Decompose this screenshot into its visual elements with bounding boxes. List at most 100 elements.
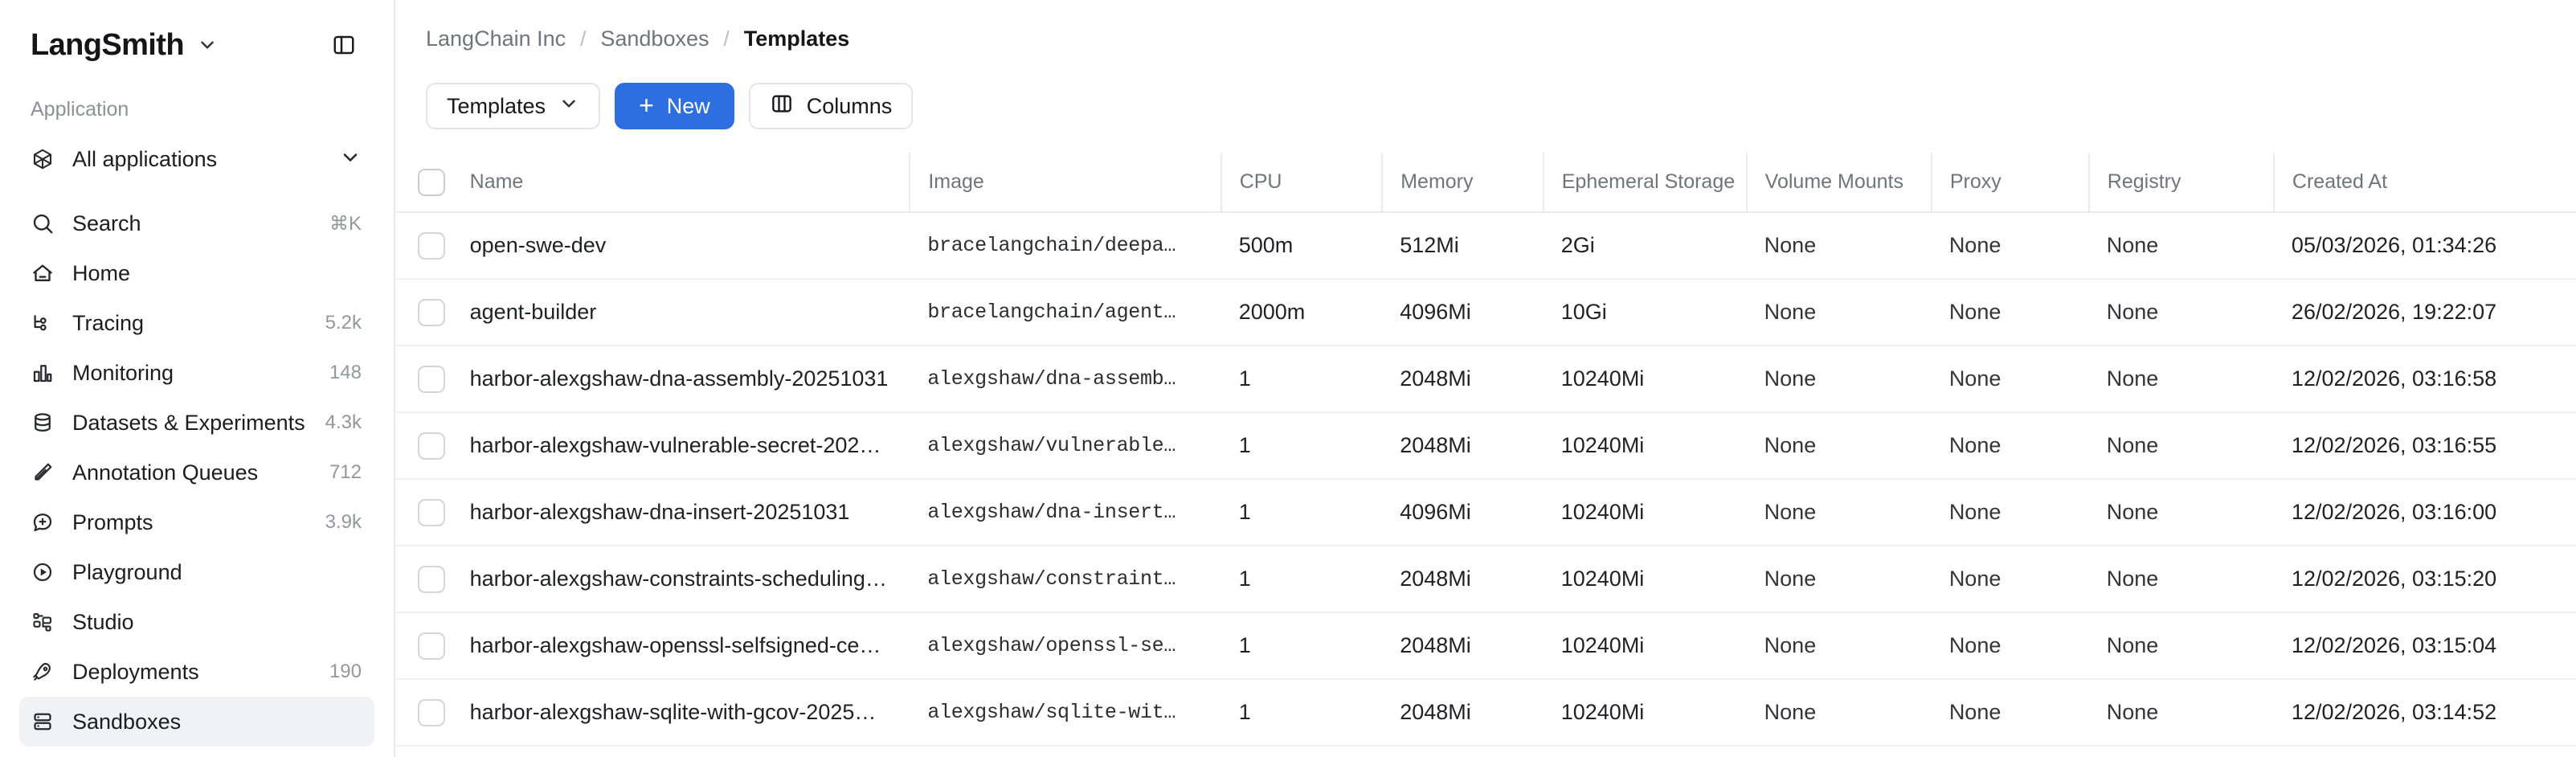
cell-cpu: 1: [1221, 612, 1383, 680]
sidebar-item-playground[interactable]: Playground: [19, 547, 374, 597]
sidebar-item-label: Tracing: [72, 310, 145, 335]
monitoring-icon: [31, 361, 55, 385]
sidebar-item-label: Datasets & Experiments: [72, 410, 305, 435]
breadcrumb-item-org[interactable]: LangChain Inc: [426, 26, 566, 51]
rocket-icon: [31, 660, 55, 684]
brand-switcher[interactable]: LangSmith: [31, 28, 328, 63]
cell-name: open-swe-dev: [452, 212, 910, 280]
sidebar-item-badge: 148: [329, 362, 362, 383]
column-header-proxy[interactable]: Proxy: [1930, 153, 2089, 213]
row-select-cell: [395, 212, 452, 280]
table-row[interactable]: harbor-alexgshaw-constraints-scheduling……: [395, 546, 2576, 613]
cell-memory: 2048Mi: [1382, 679, 1544, 747]
cell-ephemeral-storage: 10240Mi: [1543, 612, 1747, 680]
table-row[interactable]: harbor-alexgshaw-vulnerable-secret-202…a…: [395, 412, 2576, 480]
cell-volume-mounts: None: [1746, 612, 1932, 680]
cell-registry: None: [2088, 212, 2274, 280]
row-checkbox[interactable]: [418, 632, 445, 660]
cell-cpu: 2000m: [1221, 279, 1383, 346]
plus-icon: +: [639, 90, 654, 120]
cell-image: alexgshaw/vulnerable…: [910, 412, 1221, 480]
row-checkbox[interactable]: [418, 298, 445, 326]
cell-ephemeral-storage: 10Gi: [1543, 279, 1747, 346]
sidebar-item-sandboxes[interactable]: Sandboxes: [19, 697, 374, 747]
cell-ephemeral-storage: 10240Mi: [1543, 546, 1747, 613]
cell-volume-mounts: None: [1746, 212, 1932, 280]
row-select-cell: [395, 279, 452, 346]
row-checkbox[interactable]: [418, 498, 445, 526]
templates-filter-dropdown[interactable]: Templates: [426, 83, 601, 129]
cell-volume-mounts: None: [1746, 412, 1932, 480]
sidebar-item-label: Sandboxes: [72, 709, 182, 734]
row-select-cell: [395, 612, 452, 680]
new-button[interactable]: + New: [615, 83, 734, 129]
table-row[interactable]: harbor-alexgshaw-sqlite-with-gcov-2025…a…: [395, 679, 2576, 747]
table-row[interactable]: harbor-alexgshaw-openssl-selfsigned-ce…a…: [395, 612, 2576, 680]
sidebar-item-home[interactable]: Home: [19, 248, 374, 298]
cube-icon: [31, 147, 55, 171]
row-checkbox[interactable]: [418, 565, 445, 593]
cell-proxy: None: [1931, 346, 2089, 413]
column-header-volume-mounts[interactable]: Volume Mounts: [1745, 153, 1932, 213]
cell-volume-mounts: None: [1746, 346, 1932, 413]
cell-name: harbor-alexgshaw-dna-insert-20251031: [452, 479, 910, 546]
column-header-memory[interactable]: Memory: [1381, 153, 1544, 213]
cell-proxy: None: [1931, 212, 2089, 280]
cell-volume-mounts: None: [1746, 546, 1932, 613]
column-header-ephemeral-storage[interactable]: Ephemeral Storage: [1542, 153, 1747, 213]
sidebar-item-prompts[interactable]: Prompts 3.9k: [19, 497, 374, 547]
cell-proxy: None: [1931, 279, 2089, 346]
templates-table: Name Image CPU Memory Ephemeral Storage …: [395, 153, 2576, 747]
sidebar-item-label: Prompts: [72, 509, 153, 534]
cell-ephemeral-storage: 10240Mi: [1543, 679, 1747, 747]
cell-name: harbor-alexgshaw-dna-assembly-20251031: [452, 346, 910, 413]
row-checkbox[interactable]: [418, 432, 445, 460]
column-header-created-at[interactable]: Created At: [2272, 153, 2576, 213]
server-icon: [31, 710, 55, 734]
column-header-cpu[interactable]: CPU: [1220, 153, 1383, 213]
column-header-registry[interactable]: Registry: [2087, 153, 2274, 213]
cell-name: harbor-alexgshaw-constraints-scheduling…: [452, 546, 910, 613]
select-all-checkbox[interactable]: [418, 168, 445, 196]
column-header-name[interactable]: Name: [452, 153, 910, 213]
row-checkbox[interactable]: [418, 231, 445, 260]
toggle-sidebar-icon[interactable]: [328, 29, 360, 61]
cell-image: alexgshaw/dna-assemb…: [910, 346, 1221, 413]
breadcrumb: LangChain Inc / Sandboxes / Templates: [395, 0, 2576, 77]
cell-volume-mounts: None: [1746, 679, 1932, 747]
cell-memory: 2048Mi: [1382, 412, 1544, 480]
cell-registry: None: [2088, 546, 2274, 613]
cell-cpu: 1: [1221, 546, 1383, 613]
sidebar-item-studio[interactable]: Studio: [19, 597, 374, 647]
sidebar-item-all-applications[interactable]: All applications: [19, 134, 374, 184]
sidebar-item-tracing[interactable]: Tracing 5.2k: [19, 298, 374, 348]
sidebar-item-badge: 5.2k: [325, 312, 362, 333]
cell-name: harbor-alexgshaw-vulnerable-secret-202…: [452, 412, 910, 480]
sidebar-item-monitoring[interactable]: Monitoring 148: [19, 348, 374, 398]
sidebar-item-label: Studio: [72, 609, 134, 634]
cell-image: bracelangchain/deepa…: [910, 212, 1221, 280]
row-checkbox[interactable]: [418, 698, 445, 726]
sidebar-item-deployments[interactable]: Deployments 190: [19, 647, 374, 697]
select-all-header: [395, 153, 452, 213]
sidebar-item-datasets-experiments[interactable]: Datasets & Experiments 4.3k: [19, 398, 374, 448]
cell-volume-mounts: None: [1746, 479, 1932, 546]
home-icon: [31, 261, 55, 285]
brand-name: LangSmith: [31, 27, 185, 62]
main-content: LangChain Inc / Sandboxes / Templates Te…: [395, 0, 2576, 757]
columns-button[interactable]: Columns: [748, 83, 914, 129]
sidebar-item-annotation-queues[interactable]: Annotation Queues 712: [19, 448, 374, 497]
play-circle-icon: [31, 560, 55, 584]
sidebar-item-search[interactable]: Search ⌘K: [19, 198, 374, 248]
columns-button-label: Columns: [806, 93, 893, 118]
cell-registry: None: [2088, 346, 2274, 413]
chevron-down-icon: [339, 146, 362, 173]
row-checkbox[interactable]: [418, 365, 445, 393]
sidebar-item-label: Search: [72, 211, 141, 235]
column-header-image[interactable]: Image: [909, 153, 1221, 213]
breadcrumb-item-sandboxes[interactable]: Sandboxes: [600, 26, 709, 51]
